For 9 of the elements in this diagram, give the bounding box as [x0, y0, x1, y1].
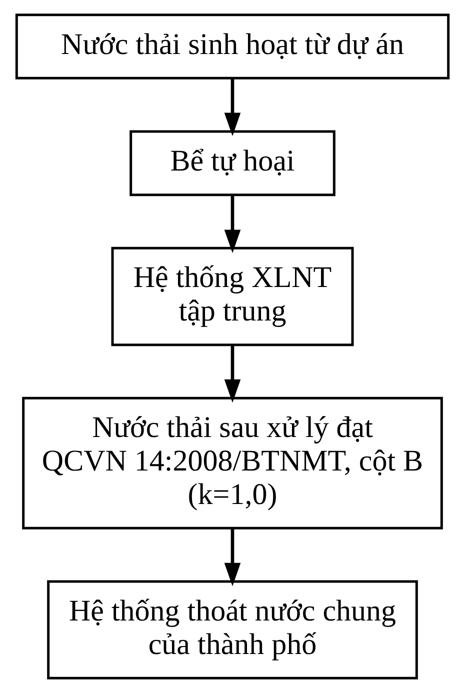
node-box: Nước thải sau xử lý đạt QCVN 14:2008/BTNMT, cột B (k=1,0) — [22, 396, 442, 530]
arrow — [224, 344, 240, 403]
node-box: Bể tự hoại — [129, 130, 335, 196]
node-box: Hệ thống XLNT tập trung — [110, 246, 354, 346]
arrow — [224, 528, 240, 586]
arrow — [224, 78, 240, 136]
arrow — [224, 194, 240, 254]
node-box: Nước thải sinh hoạt từ dự án — [14, 14, 450, 80]
node-box: Hệ thống thoát nước chung của thành phố — [46, 580, 418, 680]
